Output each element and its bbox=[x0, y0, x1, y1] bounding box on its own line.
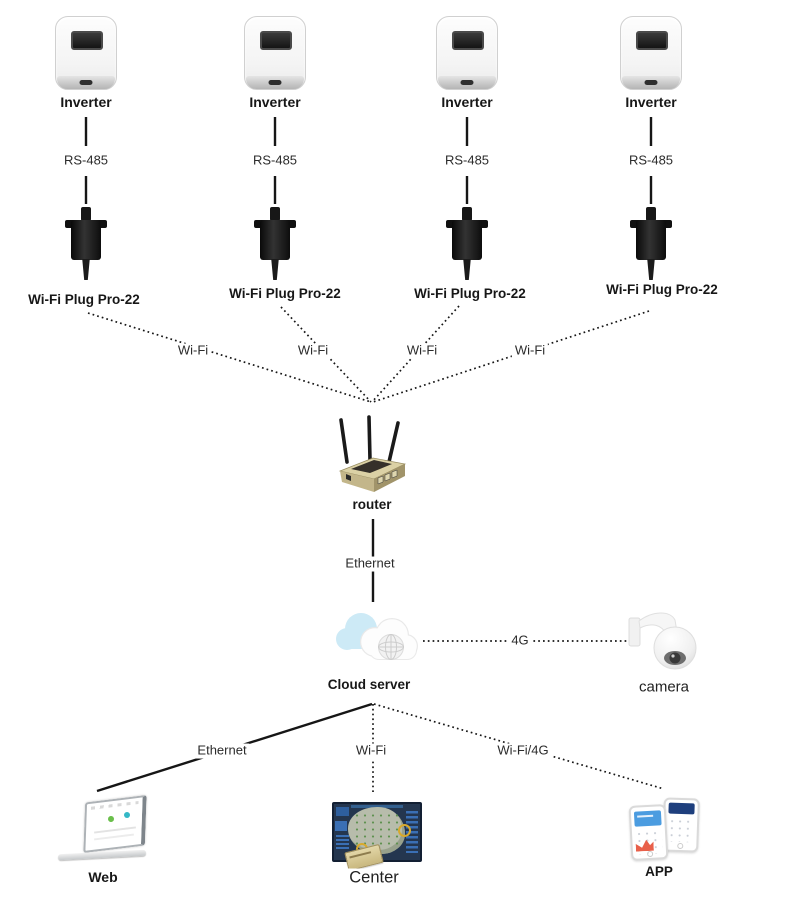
rs485-link-label: RS-485 bbox=[441, 153, 493, 169]
inverter-label: Inverter bbox=[622, 93, 680, 111]
wire-plug4-router bbox=[372, 310, 650, 403]
router-label: router bbox=[349, 497, 395, 513]
4g-link-label: 4G bbox=[508, 633, 532, 649]
app-label: APP bbox=[642, 864, 676, 880]
center-dashboard-icon bbox=[330, 798, 422, 872]
inverter-label: Inverter bbox=[246, 93, 304, 111]
wifi-link-label: Wi-Fi bbox=[403, 343, 441, 359]
wifi-link-label: Wi-Fi bbox=[294, 343, 332, 359]
wifi-link-label: Wi-Fi bbox=[174, 343, 212, 359]
ethernet-link-label: Ethernet bbox=[194, 743, 250, 759]
inverter-base bbox=[57, 76, 115, 89]
camera-label: camera bbox=[635, 678, 693, 696]
inverter-display bbox=[71, 31, 103, 50]
globe-icon bbox=[378, 634, 404, 660]
web-label: Web bbox=[85, 868, 121, 886]
wifi-link-label: Wi-Fi bbox=[352, 743, 390, 759]
wifi-plug-label: Wi-Fi Plug Pro-22 bbox=[603, 282, 721, 298]
inverter-icon bbox=[620, 16, 682, 90]
center-label: Center bbox=[346, 868, 402, 888]
inverter-icon bbox=[244, 16, 306, 90]
inverter-label: Inverter bbox=[438, 93, 496, 111]
inverter-label: Inverter bbox=[57, 93, 115, 111]
wifi-plug-icon bbox=[63, 207, 109, 280]
phone-front bbox=[628, 804, 669, 861]
camera-icon bbox=[626, 608, 704, 679]
laptop-base bbox=[57, 849, 147, 861]
wifi-plug-icon bbox=[252, 207, 298, 280]
router-icon bbox=[334, 414, 410, 499]
cloud-server-label: Cloud server bbox=[324, 677, 414, 693]
wifi-plug-label: Wi-Fi Plug Pro-22 bbox=[226, 286, 344, 302]
ethernet-link-label: Ethernet bbox=[342, 556, 398, 572]
wifi-plug-label: Wi-Fi Plug Pro-22 bbox=[25, 292, 143, 308]
wifi-plug-icon bbox=[444, 207, 490, 280]
wire-plug1-router bbox=[87, 312, 372, 403]
inverter-icon bbox=[55, 16, 117, 90]
wifi-plug-icon bbox=[628, 207, 674, 280]
laptop-screen bbox=[83, 794, 147, 854]
rs485-link-label: RS-485 bbox=[60, 153, 112, 169]
wifi-link-label: Wi-Fi bbox=[511, 343, 549, 359]
wifi4g-link-label: Wi-Fi/4G bbox=[494, 743, 552, 759]
phone-back bbox=[662, 797, 700, 853]
rs485-link-label: RS-485 bbox=[249, 153, 301, 169]
rs485-link-label: RS-485 bbox=[625, 153, 677, 169]
web-laptop-icon bbox=[57, 794, 148, 863]
cloud-server-icon bbox=[333, 604, 421, 677]
wifi-plug-label: Wi-Fi Plug Pro-22 bbox=[411, 286, 529, 302]
inverter-icon bbox=[436, 16, 498, 90]
app-phones-icon bbox=[628, 796, 702, 862]
router-antennas bbox=[339, 415, 400, 464]
